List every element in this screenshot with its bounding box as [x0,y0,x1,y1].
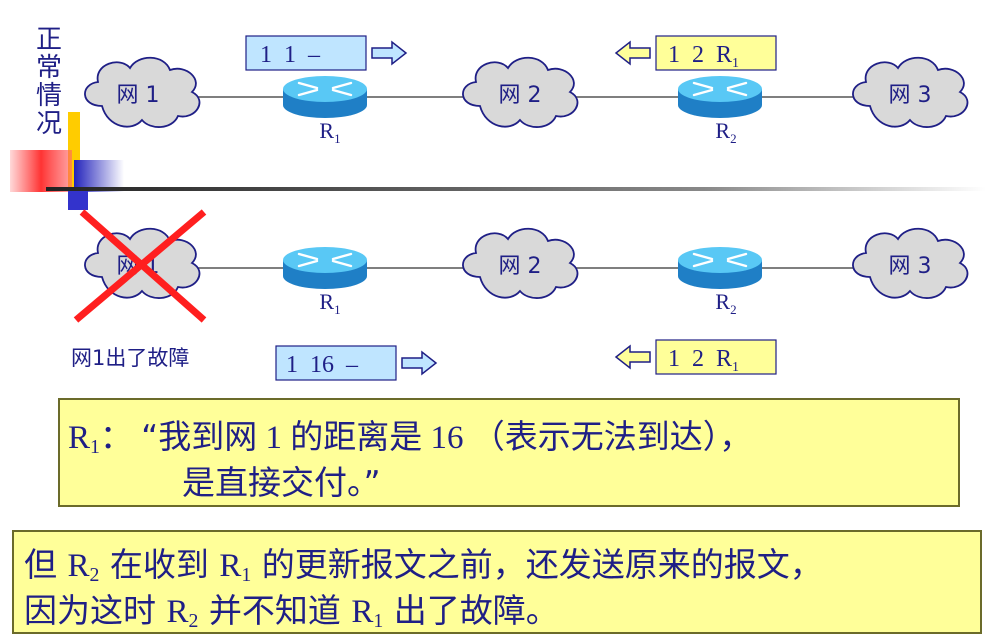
message-left: 1 1 – [245,35,407,71]
router-icon [676,245,764,291]
arrow-right-icon [401,351,437,375]
separator-line [46,187,986,191]
decorative-accent [10,112,986,210]
note-r1-line2: 是直接交付。” [182,463,381,502]
svg-text:1 16 –: 1 16 – [286,352,359,378]
router-icon [281,245,369,291]
fault-label: 网1出了故障 [71,346,190,370]
router-label: R1 [319,289,340,317]
svg-text:1 1 –: 1 1 – [260,42,321,68]
message-right: 1 2 R1 [615,35,777,71]
bottom-row: 网 1 网 2 网 3 R1 R2 1 16 – 1 2 R1 [73,209,969,381]
svg-text:1 2 R1: 1 2 R1 [668,42,739,71]
arrow-left-icon [615,345,651,369]
router-icon [281,74,369,120]
router-label: R2 [715,289,736,317]
net-label: 网 1 [117,83,160,108]
side-label: 正常情况 [35,25,62,139]
net-label: 网 2 [499,254,542,279]
router-label: R2 [715,118,736,146]
arrow-left-icon [615,41,651,65]
router-label: R1 [319,118,340,146]
note-r1-line1: R1： “我到网 1 的距离是 16 （表示无法到达）， [68,417,753,458]
top-row: 网 1 网 2 网 3 R1 R2 1 1 – 1 2 R1 [84,35,969,146]
svg-text:1 2 R1: 1 2 R1 [668,346,739,375]
router-icon [676,74,764,120]
note-r2-box: 但 R2 在收到 R1 的更新报文之前，还发送原来的报文， 因为这时 R2 并不… [12,530,982,634]
net-label: 网 3 [889,83,932,108]
note-r1-box: R1： “我到网 1 的距离是 16 （表示无法到达）， 是直接交付。” [58,398,960,507]
note-r2-line1: 但 R2 在收到 R1 的更新报文之前，还发送原来的报文， [24,545,823,586]
net-label: 网 3 [889,254,932,279]
message-left: 1 16 – [275,345,437,381]
net-label: 网 2 [499,83,542,108]
arrow-right-icon [371,41,407,65]
message-right: 1 2 R1 [615,339,777,375]
note-r2-line2: 因为这时 R2 并不知道 R1 出了故障。 [24,591,559,632]
failure-cross-icon [73,209,207,323]
